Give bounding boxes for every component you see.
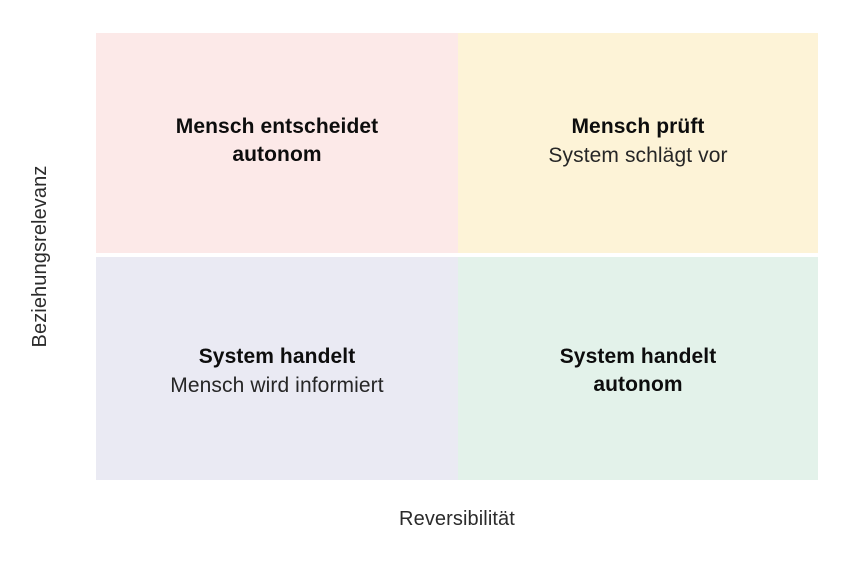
quadrant-bottom-left-secondary: Mensch wird informiert	[170, 374, 384, 397]
quadrant-top-right-secondary: System schlägt vor	[548, 144, 728, 167]
quadrant-top-left: Mensch entscheidet autonom	[96, 33, 458, 253]
quadrant-bottom-right-primary-line1: System handelt	[559, 345, 717, 368]
quadrant-top-right-primary: Mensch prüft	[571, 115, 705, 138]
matrix-plot-area: Mensch entscheidet autonom Mensch prüft …	[96, 33, 818, 480]
quadrant-top-left-primary-line2: autonom	[232, 143, 322, 166]
quadrant-bottom-right-primary-line2: autonom	[593, 373, 683, 396]
quadrant-top-right: Mensch prüft System schlägt vor	[458, 33, 818, 253]
quadrant-top-left-primary-line1: Mensch entscheidet	[175, 115, 379, 138]
quadrant-bottom-right: System handelt autonom	[458, 257, 818, 480]
y-axis-label: Beziehungsrelevanz	[28, 165, 51, 348]
x-axis-label: Reversibilität	[399, 508, 515, 530]
quadrant-bottom-left: System handelt Mensch wird informiert	[96, 257, 458, 480]
quadrant-bottom-left-primary: System handelt	[198, 345, 356, 368]
